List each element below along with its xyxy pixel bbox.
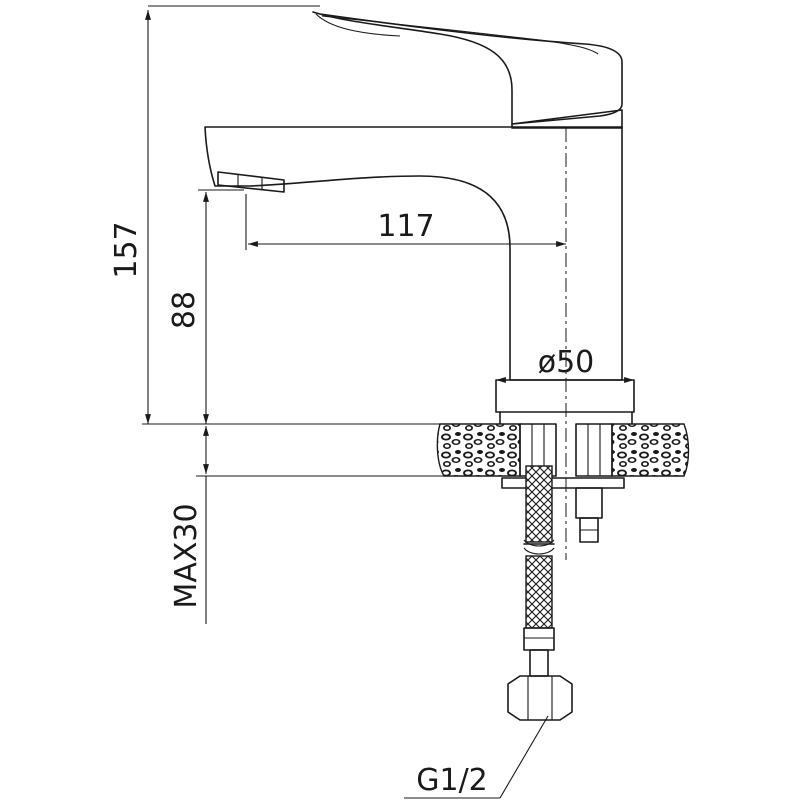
label-diameter-50: ø50	[538, 345, 595, 380]
lever-handle	[312, 11, 623, 125]
clamp-plate	[501, 477, 625, 489]
dim-spout-reach: 117	[245, 194, 566, 250]
label-117: 117	[377, 209, 434, 244]
label-88: 88	[167, 291, 202, 329]
spout	[204, 126, 623, 381]
mounting-assembly	[501, 423, 625, 543]
label-max30: MAX30	[169, 503, 204, 608]
dim-spout-height: 88	[167, 189, 244, 424]
dim-max-thickness: MAX30	[142, 423, 444, 624]
countertop-section	[436, 423, 690, 477]
faucet-body	[204, 11, 635, 425]
hex-nut	[507, 675, 573, 721]
base-ring	[495, 379, 635, 413]
label-g1-2: G1/2	[416, 763, 488, 798]
dim-base-diameter: ø50	[496, 345, 634, 383]
dim-thread: G1/2	[404, 715, 549, 799]
label-157: 157	[109, 221, 144, 278]
dim-total-height: 157	[109, 5, 320, 424]
aerator	[217, 171, 285, 193]
flex-hose	[507, 465, 573, 721]
